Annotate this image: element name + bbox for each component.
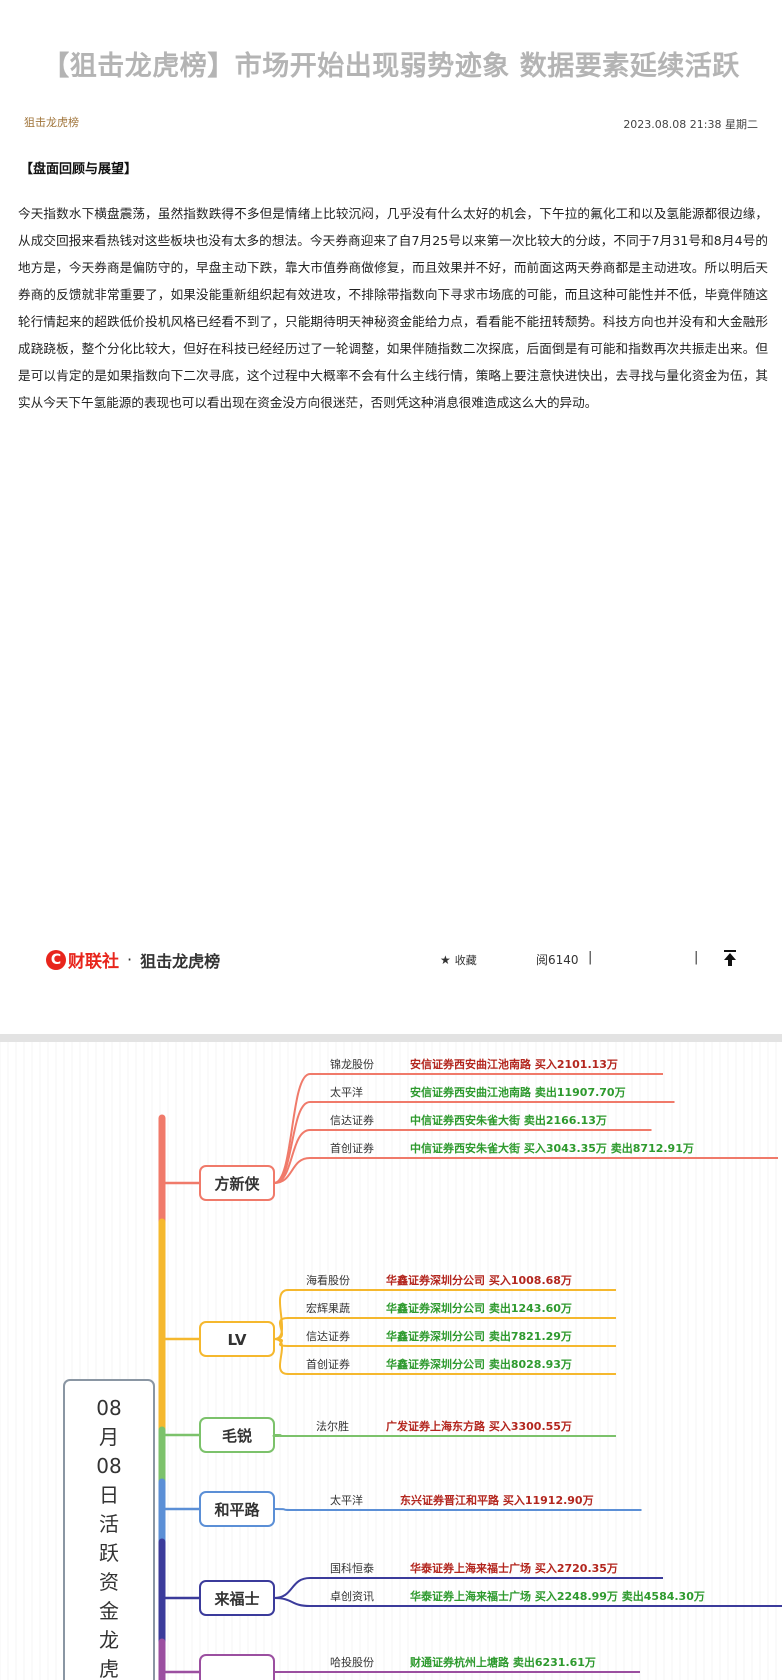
root-node-char: 日 xyxy=(99,1483,119,1507)
stock-name: 卓创资讯 xyxy=(330,1590,374,1603)
root-node-char: 龙 xyxy=(99,1628,119,1652)
stock-name: 首创证券 xyxy=(306,1357,350,1371)
root-node-char: 虎 xyxy=(99,1657,119,1680)
article-body: 今天指数水下横盘震荡，虽然指数跌得不多但是情绪上比较沉闷，几乎没有什么太好的机会… xyxy=(18,206,768,410)
favorite-label: 收藏 xyxy=(454,954,477,967)
stock-name: 太平洋 xyxy=(330,1085,363,1099)
branch-node-label: 来福士 xyxy=(213,1590,259,1608)
read-count: 阅6140 xyxy=(536,953,579,967)
section-divider xyxy=(0,1034,782,1042)
root-node-char: 月 xyxy=(99,1425,119,1449)
trade-detail: 财通证券杭州上塘路 卖出6231.61万 xyxy=(409,1655,596,1669)
leaf-connector xyxy=(273,1317,289,1340)
root-node-char: 跃 xyxy=(99,1541,119,1565)
trade-detail: 华泰证券上海来福士广场 买入2720.35万 xyxy=(410,1561,618,1575)
root-node-char: 08 xyxy=(96,1454,121,1478)
trade-detail: 安信证券西安曲江池南路 卖出11907.70万 xyxy=(410,1085,626,1099)
trade-detail: 华鑫证券深圳分公司 卖出7821.29万 xyxy=(386,1329,572,1343)
brand-logo[interactable]: C 财联社 · 狙击龙虎榜 xyxy=(46,947,220,972)
trade-detail: 中信证券西安朱雀大街 买入3043.35万 卖出8712.91万 xyxy=(410,1141,694,1155)
stock-name: 信达证券 xyxy=(306,1329,350,1343)
article-timestamp: 2023.08.08 21:38 星期二 xyxy=(623,118,758,131)
stock-name: 锦龙股份 xyxy=(330,1057,374,1071)
root-node-char: 活 xyxy=(99,1512,119,1536)
back-to-top-icon[interactable] xyxy=(722,949,738,967)
stock-name: 宏辉果蔬 xyxy=(306,1301,350,1315)
trade-detail: 安信证券西安曲江池南路 买入2101.13万 xyxy=(410,1057,618,1071)
brand-logo-icon: C xyxy=(46,949,66,970)
stock-name: 哈投股份 xyxy=(330,1655,374,1669)
branch-node xyxy=(199,1654,275,1680)
article-title: 【狙击龙虎榜】市场开始出现弱势迹象 数据要素延续活跃 xyxy=(42,51,740,82)
leaf-connector xyxy=(273,1338,289,1375)
trade-detail: 中信证券西安朱雀大街 卖出2166.13万 xyxy=(410,1113,607,1127)
branch-node-label: 毛锐 xyxy=(222,1427,252,1445)
stock-name: 法尔胜 xyxy=(316,1419,349,1433)
favorite-button[interactable]: ★ 收藏 xyxy=(440,952,477,968)
column-name[interactable]: 狙击龙虎榜 xyxy=(140,951,221,971)
leaf-connector xyxy=(273,1073,311,1184)
branch-node-label: 方新侠 xyxy=(214,1175,260,1193)
root-node-char: 资 xyxy=(99,1570,119,1594)
separator: | xyxy=(694,950,699,965)
trade-detail: 华鑫证券深圳分公司 卖出1243.60万 xyxy=(386,1301,572,1315)
stock-name: 太平洋 xyxy=(330,1493,363,1507)
separator: | xyxy=(588,950,593,965)
leaf-connector xyxy=(273,1508,296,1511)
leaf-connector xyxy=(273,1577,311,1599)
stock-name: 首创证券 xyxy=(330,1141,374,1155)
trade-detail: 华泰证券上海来福士广场 买入2248.99万 卖出4584.30万 xyxy=(410,1589,705,1603)
trade-detail: 华鑫证券深圳分公司 买入1008.68万 xyxy=(386,1273,572,1287)
star-icon: ★ xyxy=(440,953,451,967)
branch-node-label: LV xyxy=(227,1331,246,1349)
stock-name: 海看股份 xyxy=(306,1273,350,1287)
stock-name: 国科恒泰 xyxy=(330,1561,374,1575)
trade-detail: 广发证券上海东方路 买入3300.55万 xyxy=(386,1419,572,1433)
brand-name: 财联社 xyxy=(68,952,119,972)
leaf-connector xyxy=(272,1434,282,1437)
trade-detail: 东兴证券晋江和平路 买入11912.90万 xyxy=(400,1493,594,1507)
root-node-char: 金 xyxy=(99,1599,119,1623)
root-node-char: 08 xyxy=(96,1396,121,1420)
article-source-link[interactable]: 狙击龙虎榜 xyxy=(24,116,79,129)
root-node xyxy=(63,1379,155,1680)
leaf-connector xyxy=(273,1157,311,1184)
article-footer-bar: C 财联社 · 狙击龙虎榜 ★ 收藏 阅6140 | | xyxy=(0,940,782,978)
leaf-connector xyxy=(273,1101,311,1184)
trade-detail: 华鑫证券深圳分公司 卖出8028.93万 xyxy=(386,1357,572,1371)
brand-dot: · xyxy=(127,950,133,969)
branch-node-label: 和平路 xyxy=(214,1501,260,1519)
section-heading: 【盘面回顾与展望】 xyxy=(20,162,138,177)
leaf-connector xyxy=(273,1597,311,1607)
stock-name: 信达证券 xyxy=(330,1113,374,1127)
